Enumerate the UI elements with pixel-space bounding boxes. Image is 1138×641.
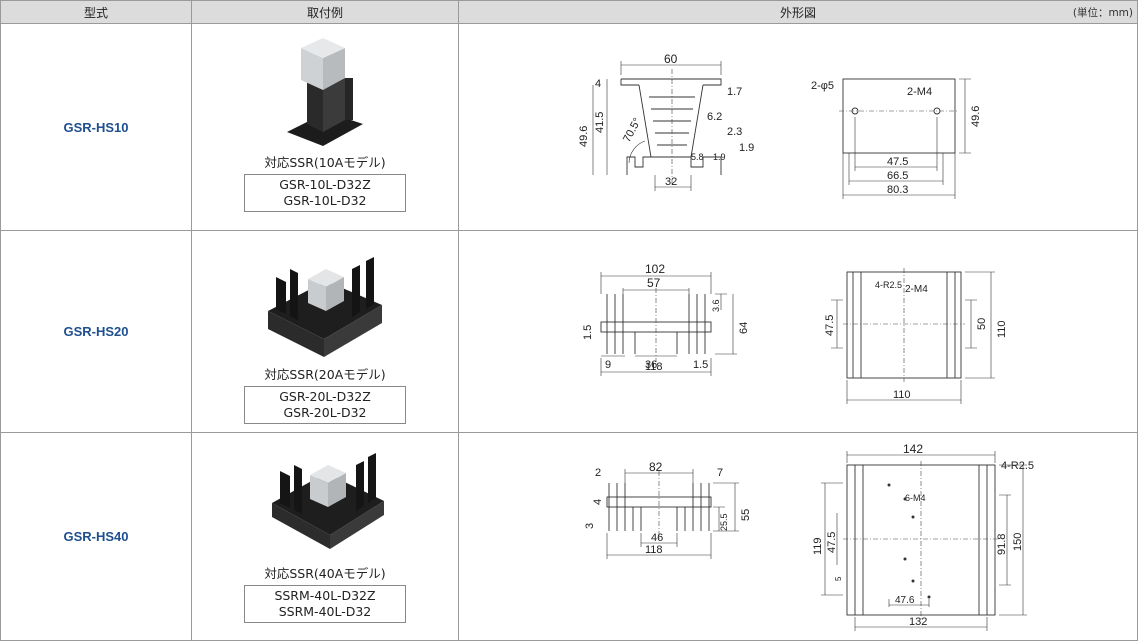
dim-label: 46 [651, 532, 663, 544]
table-row: GSR-HS40 対応SSR(40Aモデル) [0, 432, 1138, 641]
heatsink-photo [272, 453, 384, 549]
outline-drawing: 60 4 1.7 49.6 41.5 70.5° 6.2 2.3 1.9 5.8… [578, 52, 982, 199]
dim-label: 118 [645, 544, 663, 556]
dim-label: 55 [740, 508, 752, 520]
dim-label: 1.7 [727, 86, 742, 98]
dim-label: 32 [665, 176, 677, 188]
dim-label: 66.5 [887, 170, 908, 182]
dim-label: 2-φ5 [811, 80, 834, 92]
table-row: GSR-HS10 対応SSR(10Aモデル) GSR-10L-D32Z GSR-… [0, 23, 1138, 231]
header-model: 型式 [0, 0, 192, 24]
ssr-model: GSR-10L-D32 [283, 193, 367, 208]
dim-label: 1.9 [739, 142, 754, 154]
side-view-drawing: 4-R2.5 2-M4 47.5 50 110 110 [824, 267, 1008, 404]
dim-label: 2 [595, 467, 601, 479]
ssr-model: GSR-10L-D32Z [279, 177, 371, 192]
dim-label: 118 [645, 361, 663, 373]
ssr-model: SSRM-40L-D32 [278, 604, 372, 619]
model-cell: GSR-HS20 [0, 230, 192, 433]
dim-label: 4-R2.5 [1001, 460, 1034, 472]
header-mounting: 取付例 [191, 0, 459, 24]
dim-label: 41.5 [594, 112, 606, 133]
heatsink-photo [268, 257, 382, 357]
dim-label: 110 [893, 389, 911, 401]
model-cell: GSR-HS10 [0, 23, 192, 231]
dim-label: 1.5 [582, 324, 594, 339]
model-cell: GSR-HS40 [0, 432, 192, 641]
dim-label: 49.6 [970, 106, 982, 127]
dim-label: 102 [645, 262, 665, 276]
outline-drawing: 2 82 7 4 3 25.5 55 46 118 [584, 442, 1034, 631]
ssr-model-box: GSR-20L-D32Z GSR-20L-D32 [244, 386, 406, 424]
outline-drawing: 102 57 3.6 64 1.5 9 36 1.5 118 [582, 262, 1008, 404]
dim-label: 25.5 [719, 513, 729, 531]
ssr-model-box: SSRM-40L-D32Z SSRM-40L-D32 [244, 585, 406, 623]
dim-label: 119 [812, 537, 824, 555]
dim-label: 4 [592, 498, 604, 504]
header-outline-label: 外形図 [779, 5, 816, 20]
compat-ssr-label: 対応SSR(20Aモデル) [264, 367, 386, 382]
dim-label: 4 [595, 78, 601, 90]
outline-cell: 2 82 7 4 3 25.5 55 46 118 [458, 432, 1138, 641]
dim-label: 80.3 [887, 184, 908, 196]
dim-label: 5 [834, 576, 843, 581]
dim-label: 150 [1012, 532, 1024, 550]
header-outline: 外形図 (単位：mm) [458, 0, 1138, 24]
dim-label: 47.6 [895, 595, 915, 606]
front-view-drawing: 102 57 3.6 64 1.5 9 36 1.5 118 [582, 262, 750, 376]
dim-label: 3.6 [711, 299, 721, 312]
dim-label: 6-M4 [905, 493, 926, 503]
dim-label: 50 [976, 317, 988, 329]
mounting-cell: 対応SSR(20Aモデル) GSR-20L-D32Z GSR-20L-D32 [191, 230, 459, 433]
outline-cell: 60 4 1.7 49.6 41.5 70.5° 6.2 2.3 1.9 5.8… [458, 23, 1138, 231]
header-row: 型式 取付例 外形図 (単位：mm) [0, 0, 1138, 24]
compat-ssr-label: 対応SSR(10Aモデル) [264, 155, 386, 170]
front-view-drawing: 60 4 1.7 49.6 41.5 70.5° 6.2 2.3 1.9 5.8… [578, 52, 754, 191]
dim-label: 82 [649, 460, 663, 474]
unit-label: (単位：mm) [1072, 7, 1133, 19]
mounting-cell: 対応SSR(40Aモデル) SSRM-40L-D32Z SSRM-40L-D32 [191, 432, 459, 641]
dim-label: 47.5 [826, 531, 838, 552]
dim-label: 7 [717, 467, 723, 479]
ssr-model: GSR-20L-D32 [283, 405, 367, 420]
front-view-drawing: 2 82 7 4 3 25.5 55 46 118 [584, 460, 752, 559]
dim-label: 57 [647, 276, 661, 290]
dim-label: 91.8 [996, 533, 1008, 554]
dim-label: 142 [903, 442, 923, 456]
dim-label: 1.9 [713, 152, 726, 162]
dim-label: 2-M4 [905, 284, 928, 295]
dim-label: 2-M4 [907, 86, 932, 98]
dim-label: 36 [645, 359, 657, 371]
dim-label: 6.2 [707, 111, 722, 123]
dim-label: 5.8 [691, 152, 704, 162]
side-view-drawing: 142 4-R2.5 6-M4 119 47.5 91.8 150 5 47.6 [812, 442, 1034, 631]
dim-label: 110 [996, 320, 1008, 338]
dim-label: 49.6 [578, 126, 590, 147]
dim-label: 1.5 [693, 359, 708, 371]
ssr-model: SSRM-40L-D32Z [274, 588, 376, 603]
dim-label: 9 [605, 359, 611, 371]
outline-cell: 102 57 3.6 64 1.5 9 36 1.5 118 [458, 230, 1138, 433]
dim-label: 4-R2.5 [875, 280, 902, 290]
table-row: GSR-HS20 対応SSR(20Aモデル) [0, 230, 1138, 433]
dim-label: 60 [664, 52, 678, 66]
heatsink-photo [287, 38, 363, 146]
dim-label: 70.5° [621, 116, 644, 144]
side-view-drawing: 2-φ5 2-M4 49.6 47.5 66.5 80.3 [811, 78, 982, 199]
mounting-cell: 対応SSR(10Aモデル) GSR-10L-D32Z GSR-10L-D32 [191, 23, 459, 231]
dim-label: 47.5 [887, 156, 908, 168]
dim-label: 47.5 [824, 314, 836, 335]
dim-label: 132 [909, 616, 927, 628]
dim-label: 64 [738, 321, 750, 333]
ssr-model: GSR-20L-D32Z [279, 389, 371, 404]
dim-label: 2.3 [727, 126, 742, 138]
compat-ssr-label: 対応SSR(40Aモデル) [264, 566, 386, 581]
ssr-model-box: GSR-10L-D32Z GSR-10L-D32 [244, 174, 406, 212]
dim-label: 3 [584, 522, 596, 528]
